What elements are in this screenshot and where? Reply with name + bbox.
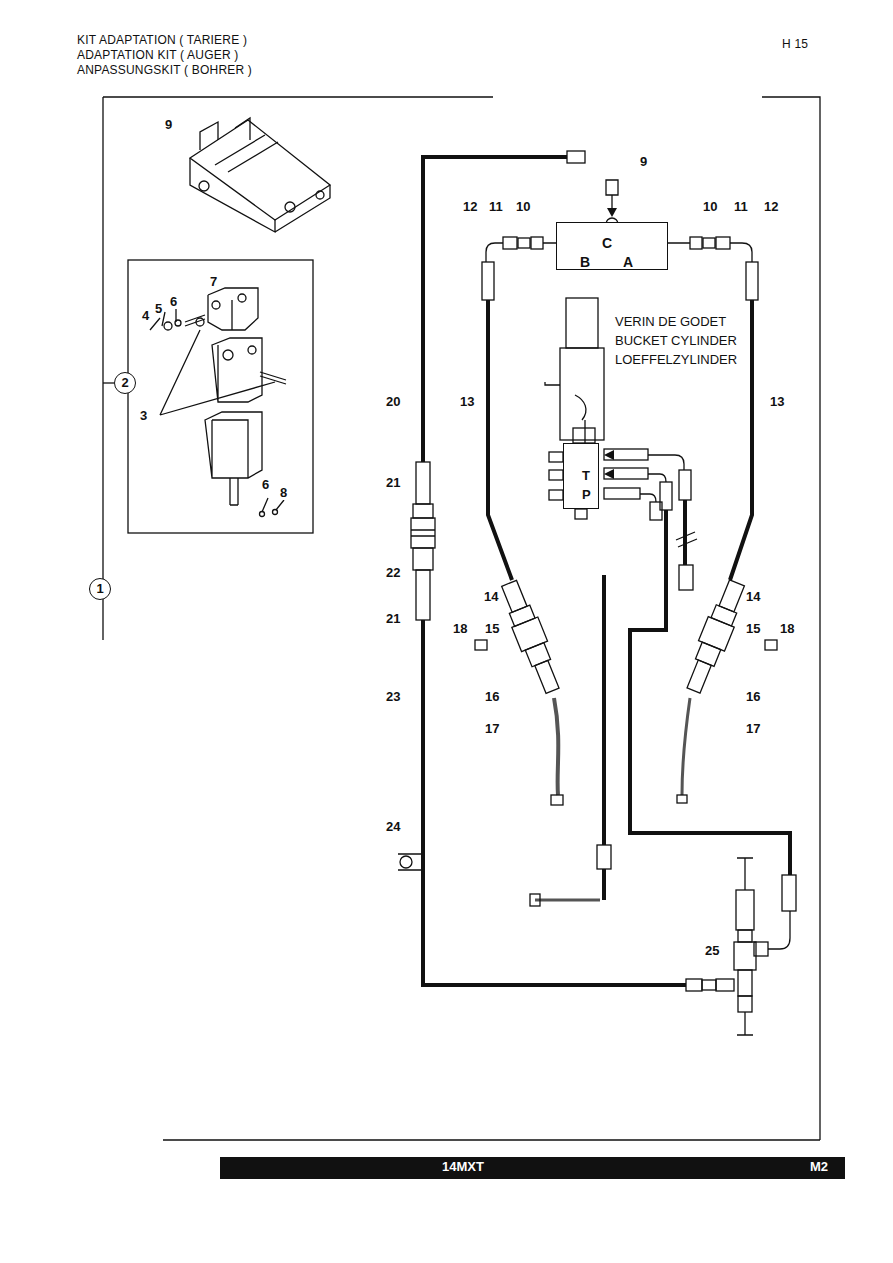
node-text: M2 xyxy=(810,1160,828,1174)
valve-port-box: CB A xyxy=(556,222,668,270)
callout-number: 17 xyxy=(484,722,500,736)
callout-number: 17 xyxy=(745,722,761,736)
page-title: KIT ADAPTATION ( TARIERE ) xyxy=(77,34,247,47)
node-text: B xyxy=(580,255,590,270)
callout-number: 3 xyxy=(139,409,148,423)
node-text: 1 xyxy=(90,579,110,598)
callout-number: 5 xyxy=(154,302,163,316)
part-name: VERIN DE GODET xyxy=(614,315,727,329)
callout-number: 12 xyxy=(763,200,779,214)
callout-number: 15 xyxy=(484,622,500,636)
callout-number: 23 xyxy=(385,690,401,704)
callout-number: 11 xyxy=(733,200,749,214)
node-text: C xyxy=(602,236,612,251)
callout-number: 21 xyxy=(385,476,401,490)
callout-number: 21 xyxy=(385,612,401,626)
callout-number: 16 xyxy=(484,690,500,704)
callout-circle: 2 xyxy=(114,372,136,394)
node-text: A xyxy=(623,255,633,270)
callout-number: 10 xyxy=(702,200,718,214)
callout-number: 25 xyxy=(704,944,720,958)
callout-number: 10 xyxy=(515,200,531,214)
node-text: 14MXT xyxy=(442,1160,484,1174)
callout-number: 18 xyxy=(779,622,795,636)
callout-number: 6 xyxy=(261,478,270,492)
part-name: LOEFFELZYLINDER xyxy=(614,353,738,367)
callout-number: 13 xyxy=(459,395,475,409)
callout-number: 6 xyxy=(169,295,178,309)
callout-number: 18 xyxy=(452,622,468,636)
callout-number: 16 xyxy=(745,690,761,704)
footer-band: 14MXT M2 xyxy=(220,1157,845,1179)
callout-number: 12 xyxy=(462,200,478,214)
callout-number: 24 xyxy=(385,820,401,834)
node-text: T xyxy=(582,469,590,483)
part-name: BUCKET CYLINDER xyxy=(614,334,738,348)
header-text: ANPASSUNGSKIT ( BOHRER ) xyxy=(77,64,252,77)
callout-number: 7 xyxy=(209,275,218,289)
callout-number: 4 xyxy=(141,309,150,323)
callout-number: 15 xyxy=(745,622,761,636)
callout-number: 11 xyxy=(488,200,504,214)
callout-number: 22 xyxy=(385,566,401,580)
control-block: TP xyxy=(563,443,599,509)
callout-number: 9 xyxy=(164,118,173,132)
callout-number: 14 xyxy=(483,590,499,604)
callout-number: 13 xyxy=(769,395,785,409)
callout-number: 8 xyxy=(279,486,288,500)
callout-number: 9 xyxy=(639,155,648,169)
header-text: H 15 xyxy=(782,38,808,51)
header-text: ADAPTATION KIT ( AUGER ) xyxy=(77,49,239,62)
callout-number: 14 xyxy=(745,590,761,604)
node-text: P xyxy=(582,488,591,502)
callout-number: 20 xyxy=(385,395,401,409)
node-text: 2 xyxy=(115,373,135,392)
callout-circle: 1 xyxy=(89,578,111,600)
